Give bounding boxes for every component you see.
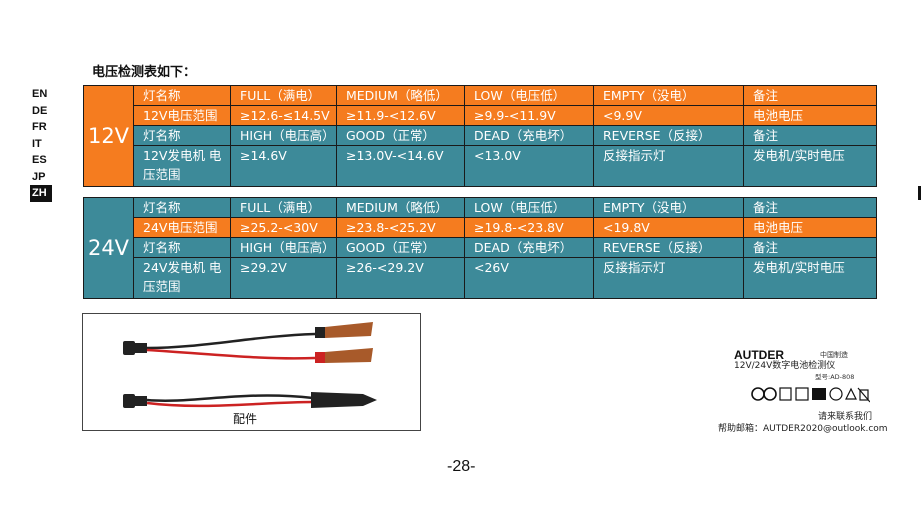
table-cell: HIGH（电压高） bbox=[230, 125, 337, 146]
table-cell: 12V发电机 电压范围 bbox=[133, 145, 231, 187]
table-cell: 反接指示灯 bbox=[593, 257, 744, 299]
table-cell: 灯名称 bbox=[133, 85, 231, 106]
rohs-mark-icon bbox=[829, 387, 843, 401]
weee-bin-icon bbox=[857, 387, 870, 403]
checkbox-mark-icon bbox=[779, 387, 792, 401]
table-cell: REVERSE（反接） bbox=[593, 237, 744, 258]
table-cell: <13.0V bbox=[464, 145, 594, 187]
language-list: EN DE FR IT ES JP ZH bbox=[30, 86, 52, 202]
lang-it[interactable]: IT bbox=[32, 137, 42, 150]
table-cell: 发电机/实时电压 bbox=[743, 145, 877, 187]
table-cell: 备注 bbox=[743, 125, 877, 146]
table-cell: MEDIUM（略低） bbox=[336, 197, 465, 218]
voltage-table-24v: 24V 灯名称 FULL（满电） MEDIUM（略低） LOW（电压低） EMP… bbox=[83, 197, 877, 299]
accessories-label: 配件 bbox=[233, 412, 258, 426]
support-email[interactable]: 帮助邮箱：AUTDER2020@outlook.com bbox=[718, 424, 888, 434]
table-cell: ≥11.9-<12.6V bbox=[336, 105, 465, 126]
table-cell: ≥29.2V bbox=[230, 257, 337, 299]
table-cell: <19.8V bbox=[593, 217, 744, 238]
table-cell: ≥19.8-<23.8V bbox=[464, 217, 594, 238]
table-cell: 灯名称 bbox=[133, 197, 231, 218]
table-cell: DEAD（充电坏） bbox=[464, 125, 594, 146]
table-cell: 电池电压 bbox=[743, 105, 877, 126]
brand-name: AUTDER bbox=[734, 348, 784, 362]
table-cell: ≥9.9-<11.9V bbox=[464, 105, 594, 126]
lang-fr[interactable]: FR bbox=[32, 121, 47, 133]
contact-text: 请来联系我们 bbox=[818, 412, 873, 422]
product-name: 12V/24V数字电池检测仪 bbox=[734, 361, 836, 371]
page-number: -28- bbox=[447, 458, 476, 475]
table-cell: LOW（电压低） bbox=[464, 197, 594, 218]
voltage-label: 24V bbox=[83, 197, 134, 299]
table-cell: 24V电压范围 bbox=[133, 217, 231, 238]
table-cell: 电池电压 bbox=[743, 217, 877, 238]
alligator-clip-icon bbox=[325, 348, 373, 363]
model-number: 型号:AD-808 bbox=[815, 373, 855, 381]
alligator-clip-icon bbox=[325, 322, 373, 338]
table-cell: FULL（满电） bbox=[230, 197, 337, 218]
table-cell: ≥12.6-≤14.5V bbox=[230, 105, 337, 126]
table-cell: 发电机/实时电压 bbox=[743, 257, 877, 299]
ce-mark-icon bbox=[751, 387, 777, 401]
lang-es[interactable]: ES bbox=[32, 154, 47, 166]
table-cell: LOW（电压低） bbox=[464, 85, 594, 106]
table-cell: 12V电压范围 bbox=[133, 105, 231, 126]
table-cell: 灯名称 bbox=[133, 237, 231, 258]
table-cell: EMPTY（没电） bbox=[593, 197, 744, 218]
edge-marker bbox=[918, 186, 921, 200]
made-in-label: 中国制造 bbox=[820, 351, 848, 359]
table-cell: <9.9V bbox=[593, 105, 744, 126]
accessories-box: 配件 bbox=[82, 313, 421, 431]
table-cell: 备注 bbox=[743, 237, 877, 258]
table-cell: ≥25.2-<30V bbox=[230, 217, 337, 238]
recycle-icon bbox=[845, 387, 857, 400]
table-cell: 备注 bbox=[743, 85, 877, 106]
voltage-table-12v: 12V 灯名称 FULL（满电） MEDIUM（略低） LOW（电压低） EMP… bbox=[83, 85, 877, 187]
voltage-label: 12V bbox=[83, 85, 134, 187]
table-cell: ≥23.8-<25.2V bbox=[336, 217, 465, 238]
table-cell: FULL（满电） bbox=[230, 85, 337, 106]
certification-marks bbox=[751, 387, 870, 403]
lang-jp[interactable]: JP bbox=[32, 170, 46, 183]
cigarette-plug-icon bbox=[311, 392, 377, 408]
table-cell: GOOD（正常） bbox=[336, 125, 465, 146]
table-cell: 反接指示灯 bbox=[593, 145, 744, 187]
lang-zh[interactable]: ZH bbox=[30, 185, 52, 202]
table-cell: EMPTY（没电） bbox=[593, 85, 744, 106]
table-cell: 灯名称 bbox=[133, 125, 231, 146]
table-cell: ≥26-<29.2V bbox=[336, 257, 465, 299]
table-cell: MEDIUM（略低） bbox=[336, 85, 465, 106]
connector-plug-icon bbox=[123, 341, 135, 355]
connector-plug-icon bbox=[123, 394, 135, 408]
table-cell: ≥14.6V bbox=[230, 145, 337, 187]
table-cell: <26V bbox=[464, 257, 594, 299]
lang-en[interactable]: EN bbox=[32, 88, 48, 100]
lang-de[interactable]: DE bbox=[32, 104, 48, 117]
table-cell: 24V发电机 电压范围 bbox=[133, 257, 231, 299]
table-cell: GOOD（正常） bbox=[336, 237, 465, 258]
table-cell: DEAD（充电坏） bbox=[464, 237, 594, 258]
fcc-mark-icon bbox=[812, 388, 826, 400]
table-cell: 备注 bbox=[743, 197, 877, 218]
ukca-mark-icon bbox=[795, 387, 809, 401]
page-title: 电压检测表如下： bbox=[92, 65, 197, 80]
table-cell: HIGH（电压高） bbox=[230, 237, 337, 258]
table-cell: REVERSE（反接） bbox=[593, 125, 744, 146]
table-cell: ≥13.0V-<14.6V bbox=[336, 145, 465, 187]
accessories-illustration bbox=[123, 322, 377, 408]
brand-logo: AUTDER bbox=[734, 344, 784, 363]
